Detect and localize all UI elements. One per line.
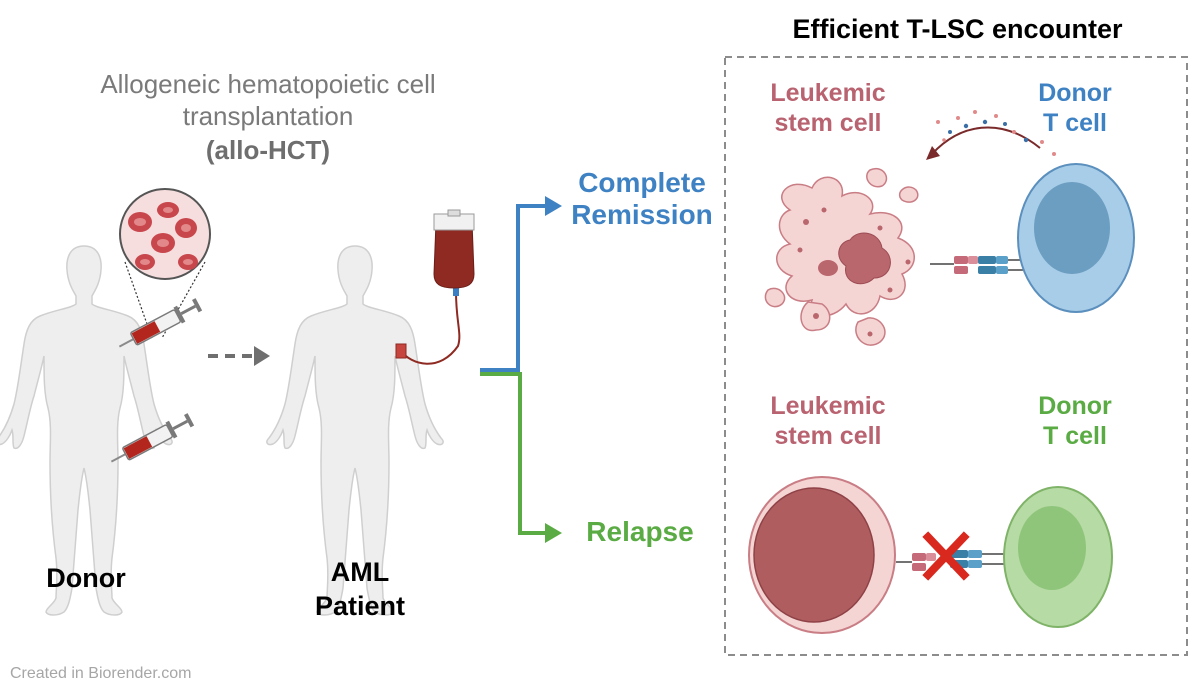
outcome-relapse: Relapse [586,516,694,547]
credit-text: Created in Biorender.com [10,665,192,682]
outcome-remission-line-2: Remission [571,199,713,230]
remission-arrowhead [545,196,562,216]
encounter-panel-border [724,56,1188,656]
top-tcell-label-line-2: T cell [1043,109,1107,137]
title-line-1: Allogeneic hematopoietic cell [100,69,436,99]
bottom-lsc-label-line-2: stem cell [774,422,882,450]
top-lsc-label-line-1: Leukemic [770,79,886,107]
fragmented-leukemic-cell-icon [764,167,919,346]
outcome-remission-line-1: Complete [578,167,706,198]
patient-label-line-1: AML [330,557,390,587]
tcr-mhc-complex-blocked [896,550,1006,571]
red-blood-cells-icon [119,188,211,339]
title-line-2: transplantation [182,101,354,131]
top-tcell-label-line-1: Donor [1038,79,1112,107]
intact-leukemic-cell-icon [748,476,896,634]
top-lsc-label-line-2: stem cell [774,109,882,137]
bottom-lsc-label-line-1: Leukemic [770,392,886,420]
blood-bag-icon [395,209,475,365]
cross-mark-icon [922,531,970,581]
donor-tcell-blue-icon [1017,163,1135,313]
cytotoxic-granules-arrow [926,110,1056,160]
donor-tcell-green-icon [1003,486,1113,628]
bottom-tcell-label-line-2: T cell [1043,422,1107,450]
donor-label: Donor [46,563,126,593]
transfer-arrow [208,346,270,366]
relapse-arrowhead [545,523,562,543]
patient-label-line-2: Patient [314,591,406,621]
title-abbreviation: (allo-HCT) [205,135,331,165]
tcr-mhc-complex [930,256,1024,274]
panel-title: Efficient T-LSC encounter [792,14,1123,44]
bottom-tcell-label-line-1: Donor [1038,392,1112,420]
outcome-branches [480,196,562,543]
donor-figure [0,245,173,616]
